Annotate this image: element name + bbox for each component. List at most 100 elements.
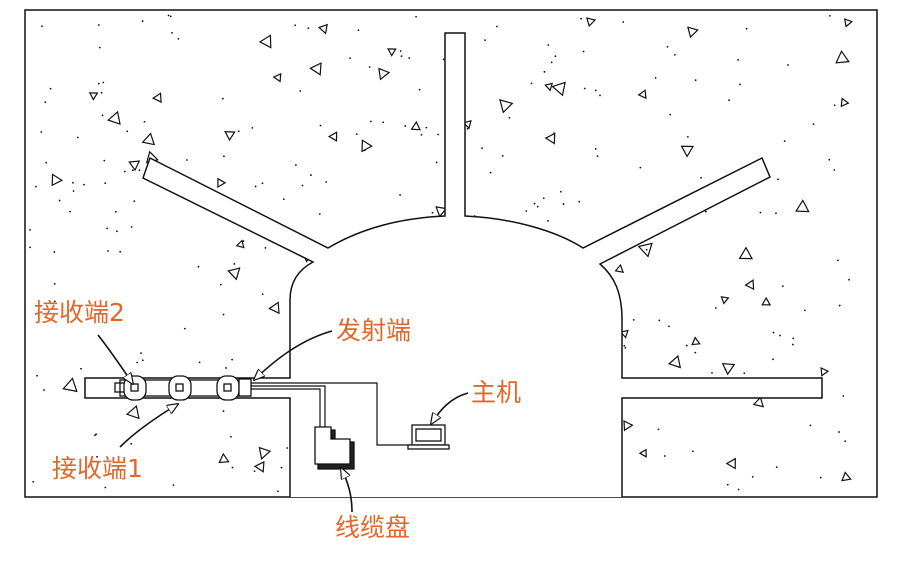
rock-dot [400, 55, 403, 58]
rock-aggregate [586, 17, 597, 28]
rock-dot [442, 58, 445, 61]
rock-dot [103, 159, 106, 162]
rock-dot [828, 14, 831, 17]
rock-dot [787, 64, 789, 66]
rock-dot [772, 331, 775, 334]
rock-dot [29, 246, 32, 249]
rock-dot [711, 371, 713, 374]
rock-dot [222, 410, 225, 413]
rock-aggregate [499, 99, 514, 114]
rock-dot [261, 293, 264, 296]
rock-dot [431, 211, 434, 214]
rock-dot [141, 20, 144, 22]
cables [251, 382, 410, 446]
rock-dot [233, 263, 236, 265]
rock-dot [355, 133, 358, 135]
rock-aggregate [835, 50, 850, 64]
rock-aggregate [361, 139, 373, 153]
rock-dot [775, 212, 777, 215]
rock-dot [53, 300, 56, 303]
rock-dot [772, 358, 774, 361]
rock-dot [197, 265, 200, 268]
rock-dot [41, 25, 43, 28]
rock-dot [80, 367, 82, 370]
rock-dot [466, 127, 469, 130]
rock-dot [666, 45, 669, 48]
rock-dot [104, 182, 107, 185]
rock-dot [484, 39, 486, 41]
rock-dot [114, 210, 117, 213]
rock-dot [596, 155, 599, 158]
rock-dot [737, 58, 739, 61]
rock-dot [559, 190, 562, 193]
rock-dot [58, 199, 61, 202]
rock-aggregate [637, 242, 653, 258]
rock-dot [435, 161, 438, 164]
rock-dot [198, 361, 201, 364]
rock-dot [737, 488, 740, 491]
rock-aggregate [378, 67, 391, 81]
label-transmitter: 发射端 [336, 316, 412, 345]
rock-dot [131, 169, 134, 172]
rock-dot [104, 486, 107, 489]
rock-dot [759, 211, 762, 214]
rock-dot [43, 389, 45, 391]
rock-dot [743, 372, 746, 375]
rock-aggregate [841, 471, 852, 482]
rock-dot [694, 351, 697, 354]
rock-dot [95, 433, 98, 436]
rock-dot [370, 120, 372, 123]
rock-dot [242, 240, 245, 243]
rock-dot [657, 428, 660, 431]
rock-dot [645, 248, 648, 251]
rock-dot [299, 90, 302, 92]
rock-aggregate [435, 206, 448, 218]
rock-dot [264, 247, 267, 249]
rock-dot [325, 181, 328, 183]
label-host: 主机 [471, 378, 522, 407]
rock-aggregate [720, 296, 730, 305]
rock-dot [225, 367, 227, 369]
rock-dot [29, 229, 31, 231]
rock-dot [167, 14, 170, 17]
rock-dot [97, 82, 100, 85]
rock-dot [420, 133, 423, 136]
cable-reel [314, 426, 355, 470]
rock-dot [404, 125, 407, 127]
rock-dot [94, 434, 96, 437]
rock-dot [36, 374, 39, 377]
rock-dot [792, 337, 795, 340]
rock-dot [318, 213, 321, 215]
rock-dot [751, 476, 754, 478]
rock-dot [525, 210, 528, 212]
rock-dot [294, 24, 297, 27]
rock-aggregate [309, 62, 322, 76]
rock-dot [319, 124, 322, 127]
rock-dot [622, 21, 625, 23]
rock-dot [836, 259, 839, 262]
rock-aggregate [217, 177, 227, 189]
label-receiver-1: 接收端1 [52, 454, 143, 483]
rock-dot [230, 435, 232, 438]
rock-dot [231, 358, 234, 361]
rock-dot [777, 178, 779, 181]
rock-dot [489, 171, 492, 174]
rock-dot [221, 97, 224, 100]
rock-aggregate [51, 173, 63, 187]
rock-dot [550, 61, 553, 64]
rock-aggregate [272, 72, 282, 83]
rock-aggregate [387, 48, 397, 57]
rock-dot [562, 203, 565, 205]
rock-dot [107, 250, 109, 252]
rock-dot [83, 183, 85, 186]
rock-aggregate [761, 296, 772, 306]
rock-dot [123, 170, 126, 173]
rock-aggregate [268, 301, 280, 315]
rock-aggregate [327, 131, 338, 142]
rock-dot [382, 121, 385, 124]
rock-dot [481, 147, 483, 149]
rock-dot [673, 53, 676, 56]
rock-dot [694, 79, 697, 82]
